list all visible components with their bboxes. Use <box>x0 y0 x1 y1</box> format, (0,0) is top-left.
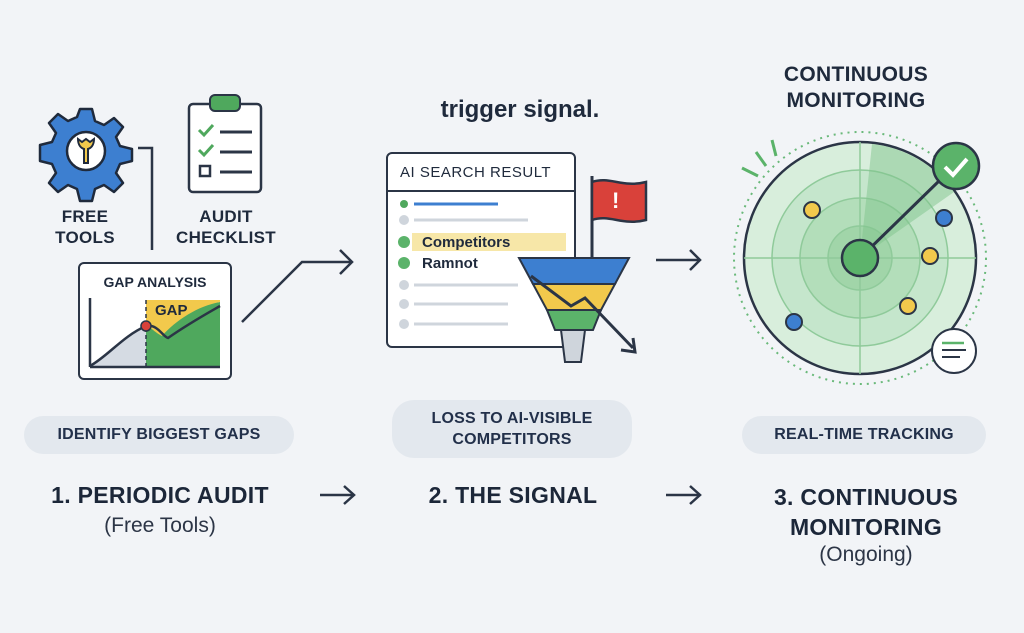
audit-checklist-label: AUDIT CHECKLIST <box>176 207 276 247</box>
trigger-signal-heading: trigger signal. <box>440 96 600 123</box>
ai-search-result-card: AI SEARCH RESULT Competitors Ramnot <box>386 152 576 348</box>
radar-icon <box>733 131 987 385</box>
step1-subtitle: (Free Tools) <box>104 514 216 537</box>
gear-wrench-icon <box>38 105 134 203</box>
check-circle-icon <box>931 141 981 191</box>
step3-subtitle: (Ongoing) <box>819 543 913 566</box>
flag-mark: ! <box>612 188 620 213</box>
continuous-monitoring-heading: CONTINUOUS MONITORING <box>783 63 929 112</box>
arrow-right-icon <box>320 485 356 505</box>
step2-title: 2. THE SIGNAL <box>428 482 598 508</box>
gap-chart <box>88 298 221 369</box>
clipboard-checklist-icon <box>186 92 264 196</box>
flag-icon <box>590 176 648 262</box>
ai-search-result-title: AI SEARCH RESULT <box>400 164 552 181</box>
notes-icon <box>931 328 977 374</box>
real-time-tracking-pill: REAL-TIME TRACKING <box>742 416 986 454</box>
competitors-item: Competitors <box>422 234 511 251</box>
step3-title: 3. CONTINUOUS MONITORING <box>773 484 959 540</box>
ramnot-item: Ramnot <box>422 255 478 272</box>
arrow-right-icon <box>666 485 702 505</box>
loss-to-competitors-pill: LOSS TO AI-VISIBLE COMPETITORS <box>392 400 632 458</box>
step1-title: 1. PERIODIC AUDIT <box>51 482 269 508</box>
free-tools-label: FREE TOOLS <box>55 207 115 247</box>
funnel-icon <box>517 257 637 363</box>
search-result-list <box>398 200 566 329</box>
arrow-right-icon <box>656 249 702 271</box>
identify-gaps-pill: IDENTIFY BIGGEST GAPS <box>24 416 294 454</box>
gap-tag: GAP <box>155 302 188 319</box>
gap-analysis-card: GAP ANALYSIS GAP <box>78 262 232 380</box>
gap-analysis-title: GAP ANALYSIS <box>103 274 207 290</box>
